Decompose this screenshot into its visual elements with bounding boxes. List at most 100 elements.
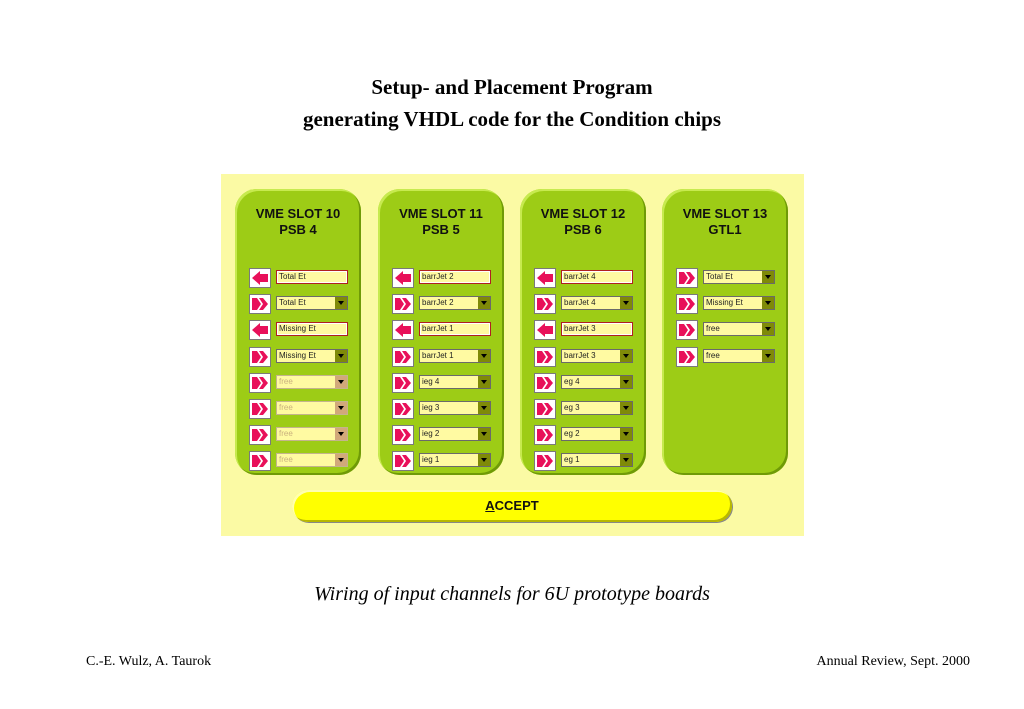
channel-select[interactable]: barrJet 2: [419, 296, 491, 310]
channel-input[interactable]: barrJet 2: [419, 270, 491, 284]
channel-select[interactable]: free: [703, 349, 775, 363]
channel-row: Total Et: [249, 268, 348, 288]
slot-name: VME SLOT 10: [255, 206, 341, 221]
channel-input[interactable]: barrJet 3: [561, 322, 633, 336]
accept-button[interactable]: ACCEPT: [292, 490, 732, 522]
arrow-right-icon[interactable]: [392, 399, 414, 419]
chevron-down-icon[interactable]: [335, 297, 347, 309]
arrow-left-icon[interactable]: [534, 268, 556, 288]
channel-select[interactable]: Missing Et: [276, 349, 348, 363]
channel-select[interactable]: barrJet 4: [561, 296, 633, 310]
arrow-right-icon[interactable]: [676, 347, 698, 367]
arrow-right-icon[interactable]: [534, 425, 556, 445]
arrow-right-icon[interactable]: [392, 425, 414, 445]
chevron-down-icon[interactable]: [762, 350, 774, 362]
arrow-right-icon[interactable]: [249, 373, 271, 393]
chevron-down-icon[interactable]: [478, 297, 490, 309]
chevron-down-icon[interactable]: [620, 428, 632, 440]
channel-value: barrJet 1: [422, 351, 454, 360]
arrow-left-icon[interactable]: [392, 268, 414, 288]
arrow-right-icon[interactable]: [676, 294, 698, 314]
footer-authors: C.-E. Wulz, A. Taurok: [86, 654, 212, 669]
channel-select[interactable]: ieg 4: [419, 375, 491, 389]
chevron-down-icon[interactable]: [478, 428, 490, 440]
channel-row: Missing Et: [676, 294, 775, 314]
channel-value: Missing Et: [706, 298, 743, 307]
chevron-down-icon[interactable]: [335, 350, 347, 362]
channel-row: ieg 2: [392, 425, 491, 445]
arrow-right-icon[interactable]: [249, 425, 271, 445]
arrow-right-icon[interactable]: [392, 347, 414, 367]
channel-row: eg 4: [534, 373, 633, 393]
chevron-down-icon[interactable]: [620, 297, 632, 309]
arrow-right-icon[interactable]: [392, 294, 414, 314]
channel-value: ieg 2: [422, 429, 440, 438]
chevron-down-icon[interactable]: [478, 402, 490, 414]
arrow-right-icon[interactable]: [249, 294, 271, 314]
chevron-down-icon[interactable]: [620, 350, 632, 362]
slot-board: PSB 6: [564, 222, 602, 237]
channel-select[interactable]: barrJet 3: [561, 349, 633, 363]
channel-select[interactable]: eg 1: [561, 453, 633, 467]
channel-input[interactable]: Total Et: [276, 270, 348, 284]
channel-select[interactable]: ieg 2: [419, 427, 491, 441]
channel-value: Total Et: [279, 298, 306, 307]
chevron-down-icon[interactable]: [478, 454, 490, 466]
channel-input[interactable]: Missing Et: [276, 322, 348, 336]
arrow-right-icon[interactable]: [676, 268, 698, 288]
arrow-right-icon[interactable]: [249, 347, 271, 367]
channel-select[interactable]: barrJet 1: [419, 349, 491, 363]
arrow-right-icon[interactable]: [676, 320, 698, 340]
channel-input[interactable]: barrJet 1: [419, 322, 491, 336]
chevron-down-icon[interactable]: [620, 454, 632, 466]
channel-input[interactable]: barrJet 4: [561, 270, 633, 284]
chevron-down-icon[interactable]: [762, 323, 774, 335]
arrow-left-icon[interactable]: [392, 320, 414, 340]
channel-row: barrJet 2: [392, 294, 491, 314]
channel-row: barrJet 1: [392, 347, 491, 367]
channel-value: eg 3: [564, 403, 580, 412]
channel-row: barrJet 2: [392, 268, 491, 288]
channel-value: ieg 3: [422, 403, 440, 412]
arrow-right-icon[interactable]: [249, 399, 271, 419]
arrow-right-icon[interactable]: [392, 373, 414, 393]
channel-value: Missing Et: [279, 351, 316, 360]
chevron-down-icon[interactable]: [620, 402, 632, 414]
channel-select[interactable]: Total Et: [276, 296, 348, 310]
chevron-down-icon[interactable]: [478, 376, 490, 388]
channel-row: eg 2: [534, 425, 633, 445]
arrow-right-icon[interactable]: [534, 451, 556, 471]
chevron-down-icon[interactable]: [620, 376, 632, 388]
chevron-down-icon[interactable]: [478, 350, 490, 362]
channel-select[interactable]: ieg 3: [419, 401, 491, 415]
channel-value: eg 2: [564, 429, 580, 438]
channel-row: barrJet 4: [534, 268, 633, 288]
channel-row: barrJet 1: [392, 320, 491, 340]
channel-select[interactable]: free: [703, 322, 775, 336]
channel-select[interactable]: ieg 1: [419, 453, 491, 467]
slot-name: VME SLOT 13: [682, 206, 768, 221]
arrow-right-icon[interactable]: [534, 373, 556, 393]
channel-row: ieg 1: [392, 451, 491, 471]
chevron-down-icon[interactable]: [762, 297, 774, 309]
slot-board: PSB 5: [422, 222, 460, 237]
channel-select[interactable]: eg 3: [561, 401, 633, 415]
arrow-right-icon[interactable]: [249, 451, 271, 471]
arrow-left-icon[interactable]: [249, 320, 271, 340]
arrow-right-icon[interactable]: [534, 399, 556, 419]
channel-select[interactable]: Missing Et: [703, 296, 775, 310]
channel-select[interactable]: eg 4: [561, 375, 633, 389]
arrow-right-icon[interactable]: [534, 347, 556, 367]
channel-select[interactable]: eg 2: [561, 427, 633, 441]
arrow-left-icon[interactable]: [249, 268, 271, 288]
chevron-down-icon[interactable]: [762, 271, 774, 283]
arrow-right-icon[interactable]: [534, 294, 556, 314]
channel-select[interactable]: Total Et: [703, 270, 775, 284]
arrow-left-icon[interactable]: [534, 320, 556, 340]
arrow-right-icon[interactable]: [392, 451, 414, 471]
